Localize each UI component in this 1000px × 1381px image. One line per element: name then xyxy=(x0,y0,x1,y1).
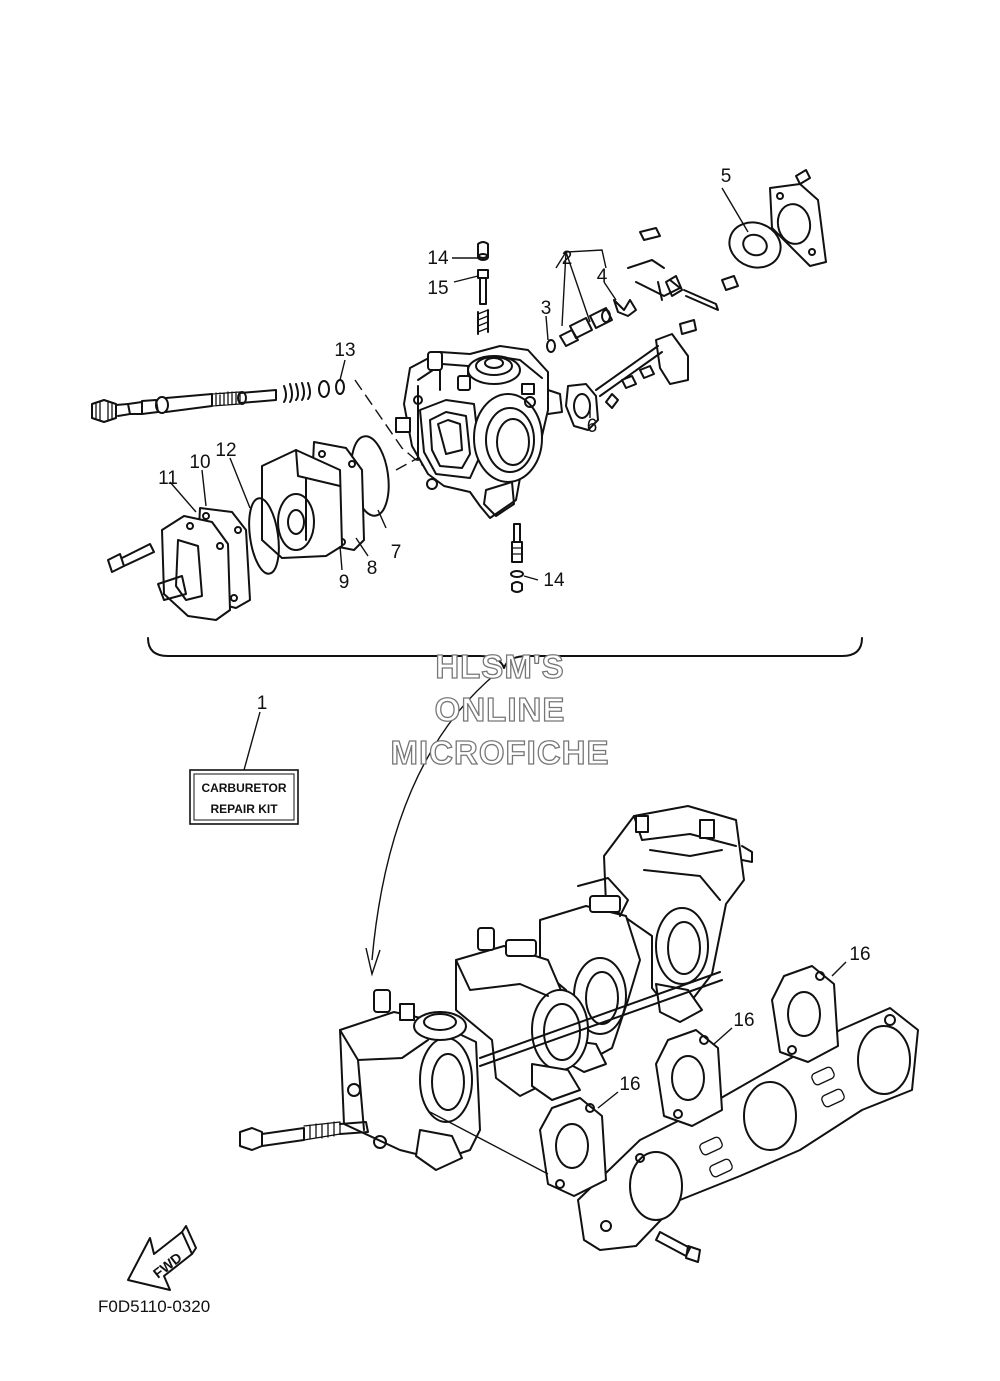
manifold-bolt xyxy=(655,1231,701,1263)
diaphragm-12 xyxy=(248,497,280,575)
pilot-screw-top xyxy=(477,241,489,335)
diagram-code: F0D5110-0320 xyxy=(98,1297,210,1316)
cover-11 xyxy=(157,515,231,621)
assembly-arrow xyxy=(371,671,499,961)
carburetor-body xyxy=(395,345,563,519)
mounting-bracket xyxy=(595,319,697,409)
callout-1: 1 xyxy=(257,693,268,714)
o-ring-13 xyxy=(335,379,345,395)
callout-7: 7 xyxy=(391,542,402,563)
jet-assembly-2 xyxy=(546,307,613,353)
callout-12: 12 xyxy=(215,440,236,461)
intake-manifold xyxy=(577,1007,919,1251)
watermark: HLSM'S ONLINE MICROFICHE xyxy=(390,647,610,771)
exploded-view xyxy=(91,169,827,621)
washer xyxy=(318,380,330,398)
pump-cover xyxy=(769,169,827,267)
cover-9 xyxy=(261,449,343,559)
callout-2: 2 xyxy=(562,248,573,269)
gasket-16-middle xyxy=(655,1029,723,1127)
watermark-line1: HLSM'S xyxy=(435,648,564,685)
callout-10: 10 xyxy=(189,452,210,473)
linkage-rod xyxy=(479,971,721,1059)
repair-kit-box: CARBURETOR REPAIR KIT xyxy=(189,769,299,825)
main-jet-bottom xyxy=(510,523,524,593)
callout-4: 4 xyxy=(597,266,608,287)
throttle-stop-spring xyxy=(283,382,311,403)
carburetor-front xyxy=(339,989,481,1171)
callout-3: 3 xyxy=(541,298,552,319)
callout-16-middle: 16 xyxy=(733,1010,754,1031)
gasket-6 xyxy=(565,383,599,431)
callout-14-bottom: 14 xyxy=(543,570,565,591)
watermark-line2: ONLINE xyxy=(435,691,566,728)
cover-screw xyxy=(107,543,155,573)
callout-16-front: 16 xyxy=(619,1074,640,1095)
watermark-line3: MICROFICHE xyxy=(391,734,610,771)
repair-kit-line1: CARBURETOR xyxy=(201,781,286,795)
group-brace xyxy=(147,637,863,669)
callout-16-rear: 16 xyxy=(849,944,870,965)
gasket-16-front xyxy=(539,1097,607,1197)
fwd-arrow: FWD xyxy=(127,1225,197,1291)
leader-lines xyxy=(169,187,847,1109)
repair-kit-line2: REPAIR KIT xyxy=(210,802,278,816)
callout-8: 8 xyxy=(367,558,378,579)
diaphragm-5 xyxy=(728,221,782,269)
callout-6: 6 xyxy=(587,416,598,437)
callout-9: 9 xyxy=(339,572,350,593)
spring-clip-4 xyxy=(613,299,637,317)
callout-5: 5 xyxy=(721,166,732,187)
callout-15: 15 xyxy=(427,278,448,299)
callout-11: 11 xyxy=(158,468,178,489)
throttle-lever xyxy=(627,227,739,311)
throttle-stop-screw xyxy=(91,389,277,423)
gasket-16-rear xyxy=(771,965,839,1063)
throttle-screw-assembled xyxy=(239,1121,369,1151)
assembled-carburetors xyxy=(239,805,919,1263)
callout-14-top: 14 xyxy=(427,248,449,269)
callout-13: 13 xyxy=(334,340,355,361)
callout-numbers: 5 2 4 3 6 14 15 13 14 7 8 9 11 10 12 1 1… xyxy=(158,166,870,1095)
